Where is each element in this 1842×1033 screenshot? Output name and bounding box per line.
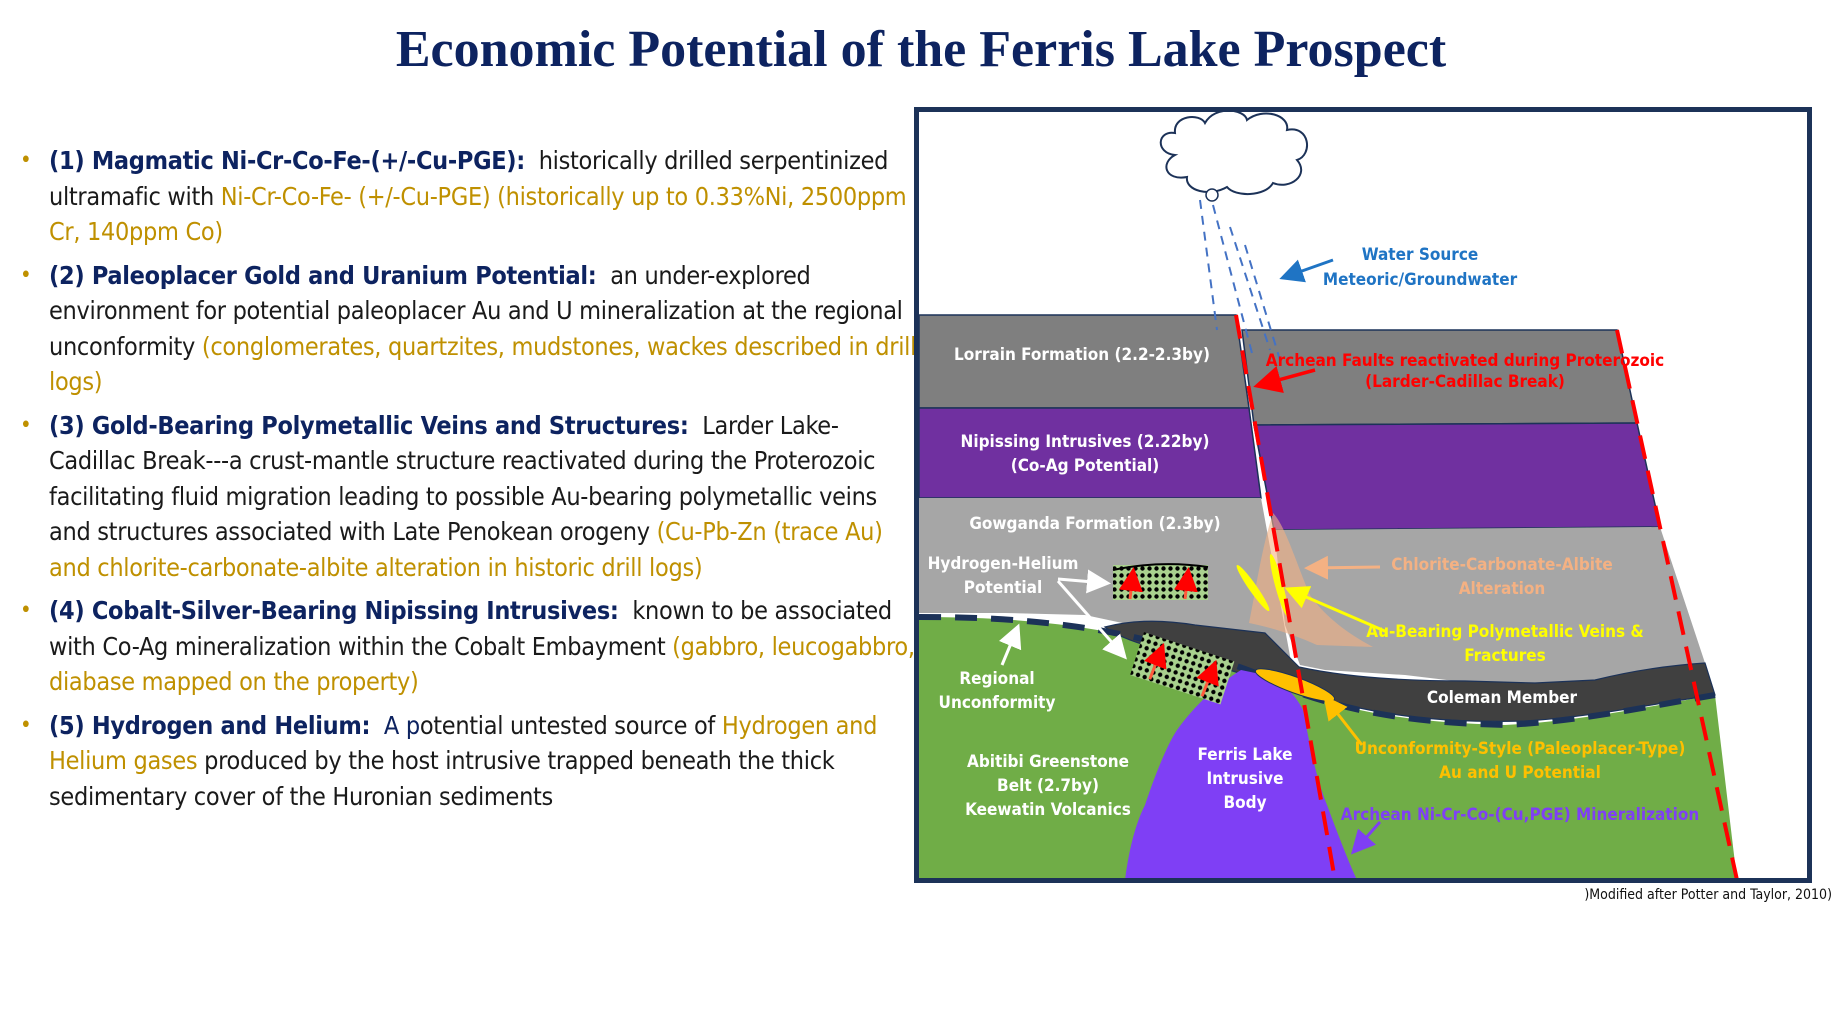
archean-min-arrow xyxy=(1351,821,1382,855)
label-unconformity: Regional xyxy=(959,669,1034,689)
bullet-item-magmatic: • (1) Magmatic Ni-Cr-Co-Fe-(+/-Cu-PGE): … xyxy=(20,143,920,250)
label-abitibi: Abitibi Greenstone xyxy=(967,752,1129,772)
label-paleoplacer-sub: Au and U Potential xyxy=(1439,763,1601,783)
label-abitibi-age: Belt (2.7by) xyxy=(997,776,1099,796)
alteration-halo xyxy=(1249,513,1373,647)
cloud-drop-icon xyxy=(1205,188,1219,202)
label-lorrain: Lorrain Formation (2.2-2.3by) xyxy=(954,345,1210,365)
bullet-icon: • xyxy=(20,712,32,738)
page-title: Economic Potential of the Ferris Lake Pr… xyxy=(395,21,1447,78)
bullet-heading: (5) Hydrogen and Helium: xyxy=(49,710,371,740)
unconformity-arrow xyxy=(999,623,1022,666)
label-veins: Au-Bearing Polymetallic Veins & xyxy=(1366,622,1644,642)
label-hydrogen-helium-sub: Potential xyxy=(964,578,1042,598)
label-unconformity-sub: Unconformity xyxy=(939,693,1056,713)
bullet-list: • (1) Magmatic Ni-Cr-Co-Fe-(+/-Cu-PGE): … xyxy=(20,143,920,822)
bullet-icon: • xyxy=(20,412,32,438)
paleoplacer-arrow xyxy=(1323,695,1364,746)
label-gowganda: Gowganda Formation (2.3by) xyxy=(969,514,1220,534)
label-abitibi-sub: Keewatin Volcanics xyxy=(965,800,1131,820)
bullet-icon: • xyxy=(20,598,32,623)
bullet-heading: (4) Cobalt-Silver-Bearing Nipissing Intr… xyxy=(49,596,619,625)
label-water-source: Water Source xyxy=(1362,245,1479,265)
label-water-source-sub: Meteoric/Groundwater xyxy=(1323,270,1518,290)
bullet-highlight: Ni-Cr-Co-Fe- (+/-Cu-PGE) (historically u… xyxy=(49,181,907,247)
bullet-body: an under-explored environment for potent… xyxy=(49,260,903,361)
label-nipissing-sub: (Co-Ag Potential) xyxy=(1011,456,1160,476)
layer-greenstone xyxy=(919,617,1737,878)
bullet-item-hydrogen-helium: • (5) Hydrogen and Helium: A potential u… xyxy=(20,708,920,815)
layer-gowganda-left xyxy=(919,498,1299,705)
veins-arrow xyxy=(1284,586,1388,634)
label-alteration-sub: Alteration xyxy=(1459,579,1546,599)
fault-label-arrow xyxy=(1253,365,1316,393)
bullet-highlight: (conglomerates, quartzites, mudstones, w… xyxy=(49,331,917,397)
label-faults-sub: (Larder-Cadillac Break) xyxy=(1365,372,1565,392)
bullet-body: otential untested source of xyxy=(419,710,722,740)
water-source-arrow xyxy=(1279,258,1334,283)
bullet-heading: (2) Paleoplacer Gold and Uranium Potenti… xyxy=(49,260,597,290)
bullet-heading: (3) Gold-Bearing Polymetallic Veins and … xyxy=(49,410,689,440)
label-ferris-lake: Ferris Lake xyxy=(1197,745,1292,765)
layer-gowganda-right xyxy=(1274,527,1705,685)
bullet-body: historically drilled serpentinized ultra… xyxy=(49,146,889,211)
geology-cross-section: Water Source Meteoric/Groundwater Archea… xyxy=(919,112,1739,878)
label-archean-mineralization: Archean Ni-Cr-Co-(Cu,PGE) Mineralization xyxy=(1341,805,1700,825)
cloud-icon xyxy=(1159,112,1308,195)
bullet-heading: (1) Magmatic Ni-Cr-Co-Fe-(+/-Cu-PGE): xyxy=(49,146,525,175)
figure-caption: )Modified after Potter and Taylor, 2010) xyxy=(1584,887,1832,903)
bullet-item-paleoplacer: • (2) Paleoplacer Gold and Uranium Poten… xyxy=(20,258,920,400)
label-ferris-body: Body xyxy=(1223,793,1266,813)
layer-nipissing-right xyxy=(1253,422,1661,531)
label-hydrogen-helium: Hydrogen-Helium xyxy=(928,554,1079,574)
vein-2 xyxy=(1269,554,1289,616)
fault-larder-cadillac-left xyxy=(1234,314,1337,878)
fault-right xyxy=(1615,329,1739,878)
label-nipissing: Nipissing Intrusives (2.22by) xyxy=(961,432,1210,452)
label-alteration: Chlorite-Carbonate-Albite xyxy=(1391,555,1612,575)
bullet-highlight: (gabbro, leucogabbro, diabase mapped on … xyxy=(49,631,915,697)
label-coleman: Coleman Member xyxy=(1427,688,1578,708)
bullet-icon: • xyxy=(20,148,32,173)
hydrogen-helium-box-lower xyxy=(1130,632,1235,705)
bullet-tail: produced by the host intrusive trapped b… xyxy=(49,746,835,811)
bullet-body: Larder Lake-Cadillac Break---a crust-man… xyxy=(49,410,877,547)
geology-cross-section-frame: Water Source Meteoric/Groundwater Archea… xyxy=(914,107,1812,883)
bullet-body-navy: A p xyxy=(383,710,420,740)
vein-1 xyxy=(1236,564,1270,612)
hh-arrow-upper xyxy=(1057,569,1111,594)
alteration-arrow xyxy=(1304,555,1381,580)
layer-ferris-lake-intrusive xyxy=(1125,670,1357,878)
bullet-body: known to be associated with Co-Ag minera… xyxy=(49,596,892,661)
water-lines xyxy=(1199,199,1281,361)
bullet-highlight: (Cu-Pb-Zn (trace Au) and chlorite-carbon… xyxy=(49,517,883,582)
bullet-highlight: Hydrogen and Helium gases xyxy=(49,710,878,776)
label-faults: Archean Faults reactivated during Proter… xyxy=(1266,351,1664,371)
label-ferris-intrusive: Intrusive xyxy=(1206,769,1283,789)
layer-nipissing-left xyxy=(919,407,1262,499)
hydrogen-helium-box-upper xyxy=(1112,563,1209,600)
bullet-item-gold-veins: • (3) Gold-Bearing Polymetallic Veins an… xyxy=(20,408,920,586)
label-veins-sub: Fractures xyxy=(1464,646,1546,666)
hh-arrow-lower xyxy=(1056,580,1127,660)
bullet-item-cobalt-silver: • (4) Cobalt-Silver-Bearing Nipissing In… xyxy=(20,593,920,700)
label-paleoplacer: Unconformity-Style (Paleoplacer-Type) xyxy=(1355,739,1686,759)
bullet-icon: • xyxy=(20,262,32,288)
